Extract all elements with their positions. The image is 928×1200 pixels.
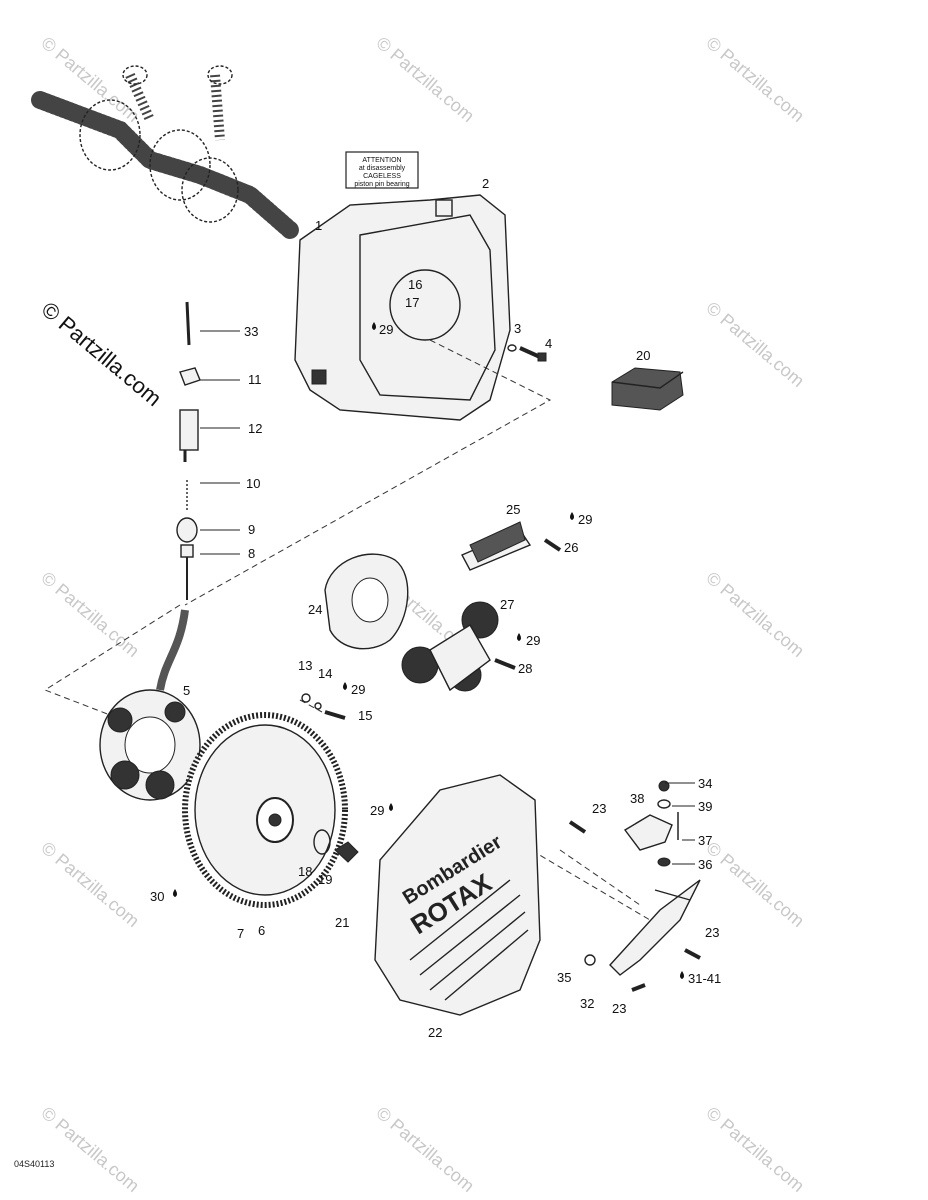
- watermark-text: © Partzilla.com: [372, 33, 478, 126]
- drop-icon: [343, 682, 347, 690]
- attention-line-2: at disassembly: [359, 165, 406, 172]
- callouts: 1 2 3 4 5 6 7 8 9 10 11 12 13 14 15 16 1…: [150, 176, 721, 1040]
- callout-3: 3: [514, 321, 521, 336]
- callout-37: 37: [698, 833, 712, 848]
- attention-line-1: ATTENTION: [362, 157, 401, 164]
- drop-icon: [372, 322, 376, 330]
- drop-icon: [570, 512, 574, 520]
- drop-icon: [173, 889, 177, 897]
- callout-23b: 23: [705, 925, 719, 940]
- watermark-text: © Partzilla.com: [372, 1103, 478, 1196]
- drop-icon: [680, 971, 684, 979]
- drop-icon: [389, 803, 393, 811]
- flywheel-illustration: [182, 712, 348, 908]
- callout-20: 20: [636, 348, 650, 363]
- callout-16: 16: [408, 277, 422, 292]
- callout-1: 1: [315, 218, 322, 233]
- callout-7: 7: [237, 926, 244, 941]
- callout-29b: 29: [578, 512, 592, 527]
- coil-27-illustration: [401, 601, 516, 692]
- screws-13-15-illustration: [301, 693, 346, 720]
- callout-19: 19: [318, 872, 332, 887]
- bracket-illustration: [568, 780, 701, 992]
- callout-39: 39: [698, 799, 712, 814]
- watermark-text: © Partzilla.com: [702, 298, 808, 391]
- coil-25-illustration: [461, 521, 562, 571]
- callout-36: 36: [698, 857, 712, 872]
- watermark-text: © Partzilla.com: [702, 568, 808, 661]
- callout-32: 32: [580, 996, 594, 1011]
- screw-3-4-illustration: [507, 344, 547, 362]
- callout-25: 25: [506, 502, 520, 517]
- callout-11: 11: [248, 372, 262, 387]
- callout-29a: 29: [379, 322, 393, 337]
- magneto-housing-illustration: [294, 194, 511, 421]
- callout-29d: 29: [351, 682, 365, 697]
- plate-24-illustration: [324, 553, 409, 650]
- callout-21: 21: [335, 915, 349, 930]
- callout-29e: 29: [370, 803, 384, 818]
- callout-10: 10: [246, 476, 260, 491]
- callout-33: 33: [244, 324, 258, 339]
- callout-14: 14: [318, 666, 332, 681]
- drawing-code: 04S40113: [14, 1159, 54, 1169]
- callout-23a: 23: [592, 801, 606, 816]
- watermark-main-text: © Partzilla.com: [37, 297, 167, 411]
- watermark-text: © Partzilla.com: [37, 838, 143, 931]
- attention-line-4: piston pin bearing: [354, 181, 409, 188]
- attention-line-3: CAGELESS: [363, 173, 401, 180]
- callout-8: 8: [248, 546, 255, 561]
- lubricant-drop-icons: [173, 322, 684, 979]
- watermark-text: © Partzilla.com: [702, 1103, 808, 1196]
- callout-6: 6: [258, 923, 265, 938]
- watermark-text: © Partzilla.com: [702, 838, 808, 931]
- cover-illustration: Bombardier ROTAX: [374, 774, 541, 1016]
- wire-harness-illustration: [156, 609, 189, 691]
- crankshaft-illustration: [31, 65, 299, 239]
- callout-23c: 23: [612, 1001, 626, 1016]
- callout-26: 26: [564, 540, 578, 555]
- callout-27: 27: [500, 597, 514, 612]
- callout-24: 24: [308, 602, 322, 617]
- nut-18-19-illustration: [313, 829, 359, 863]
- drop-icon: [517, 633, 521, 641]
- watermark-text: © Partzilla.com: [37, 568, 143, 661]
- callout-35: 35: [557, 970, 571, 985]
- watermark-text: © Partzilla.com: [37, 1103, 143, 1196]
- callout-22: 22: [428, 1025, 442, 1040]
- callout-30: 30: [150, 889, 164, 904]
- callout-15: 15: [358, 708, 372, 723]
- callout-31-41: 31-41: [688, 971, 721, 986]
- stator-illustration: [99, 689, 201, 801]
- attention-label: ATTENTION at disassembly CAGELESS piston…: [345, 151, 419, 189]
- leader-lines: [200, 330, 695, 865]
- callout-17: 17: [405, 295, 419, 310]
- callout-34: 34: [698, 776, 712, 791]
- callout-29c: 29: [526, 633, 540, 648]
- callout-2: 2: [482, 176, 489, 191]
- callout-18: 18: [298, 864, 312, 879]
- watermark-text: © Partzilla.com: [702, 33, 808, 126]
- callout-13: 13: [298, 658, 312, 673]
- callout-9: 9: [248, 522, 255, 537]
- callout-4: 4: [545, 336, 552, 351]
- callout-38: 38: [630, 791, 644, 806]
- callout-12: 12: [248, 421, 262, 436]
- part-20-illustration: [611, 367, 684, 411]
- sensor-stack-illustration: [176, 301, 201, 600]
- callout-28: 28: [518, 661, 532, 676]
- callout-5: 5: [183, 683, 190, 698]
